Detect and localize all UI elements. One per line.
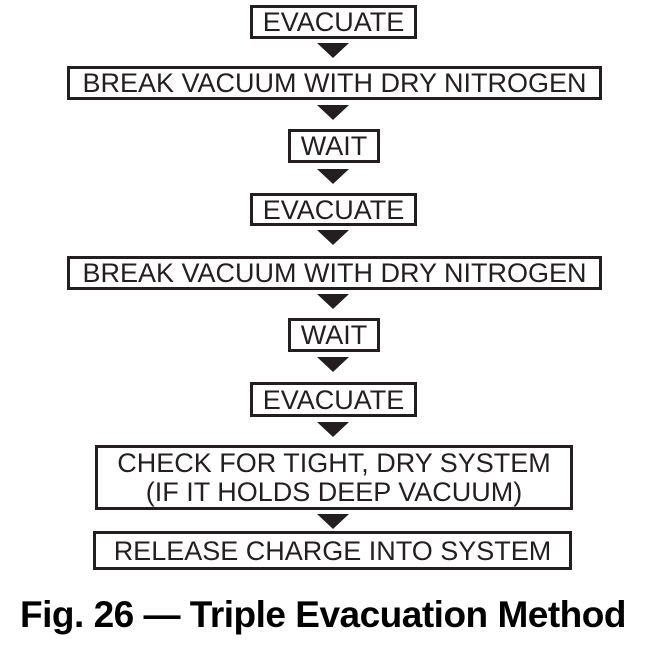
down-arrow-icon xyxy=(317,43,349,58)
flow-step-label-line1: CHECK FOR TIGHT, DRY SYSTEM xyxy=(117,447,551,478)
flow-step-label: BREAK VACUUM WITH DRY NITROGEN xyxy=(82,68,587,98)
flow-step-label: EVACUATE xyxy=(262,194,405,225)
flow-step-label: EVACUATE xyxy=(262,7,405,37)
flow-step-evacuate-1: EVACUATE xyxy=(250,5,417,39)
flow-step-release-charge: RELEASE CHARGE INTO SYSTEM xyxy=(93,531,572,570)
down-arrow-icon xyxy=(317,230,349,245)
figure-caption: Fig. 26 — Triple Evacuation Method xyxy=(20,594,626,635)
down-arrow-icon xyxy=(317,294,349,309)
down-arrow-icon xyxy=(317,357,349,372)
flow-step-label: RELEASE CHARGE INTO SYSTEM xyxy=(113,535,552,566)
flow-step-label: WAIT xyxy=(300,320,368,350)
flow-step-label-line2: (IF IT HOLDS DEEP VACUUM) xyxy=(145,476,523,507)
flow-step-label: WAIT xyxy=(300,131,368,161)
flow-step-break-vacuum-2: BREAK VACUUM WITH DRY NITROGEN xyxy=(67,256,602,290)
flow-step-check-system: CHECK FOR TIGHT, DRY SYSTEM (IF IT HOLDS… xyxy=(95,445,573,510)
down-arrow-icon xyxy=(317,105,349,120)
flow-step-label: BREAK VACUUM WITH DRY NITROGEN xyxy=(82,258,587,288)
down-arrow-icon xyxy=(317,422,349,437)
flow-step-wait-2: WAIT xyxy=(288,318,380,352)
flow-step-break-vacuum-1: BREAK VACUUM WITH DRY NITROGEN xyxy=(67,66,602,100)
flow-step-label: EVACUATE xyxy=(262,384,405,415)
flow-step-evacuate-3: EVACUATE xyxy=(250,382,417,417)
down-arrow-icon xyxy=(317,169,349,184)
flow-step-evacuate-2: EVACUATE xyxy=(250,193,417,226)
down-arrow-icon xyxy=(317,514,349,529)
flow-step-wait-1: WAIT xyxy=(288,129,380,163)
